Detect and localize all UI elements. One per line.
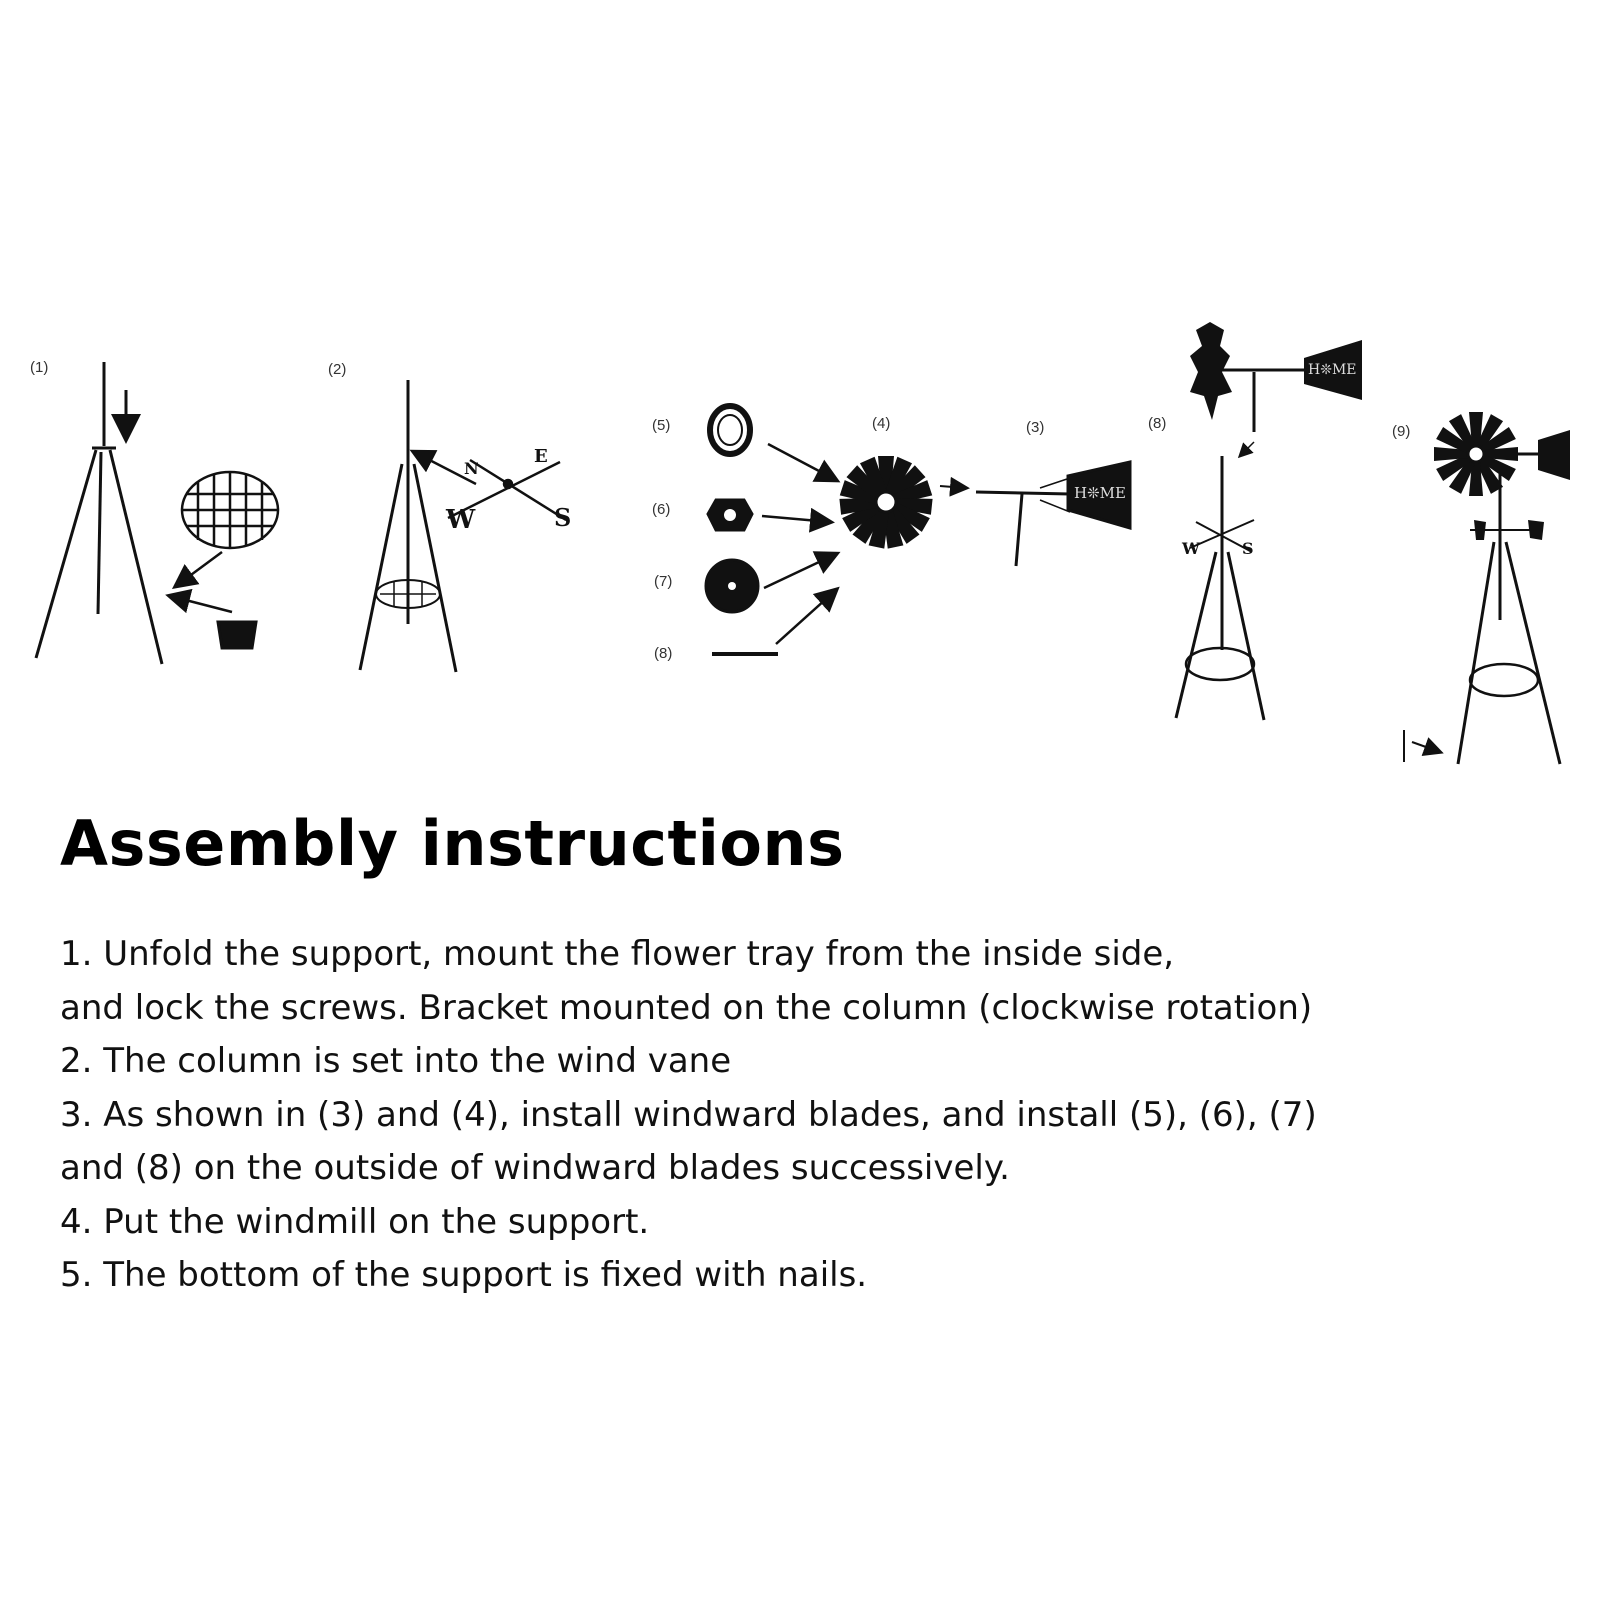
part-label-5: (5)	[652, 417, 670, 434]
flower-pot-icon	[216, 620, 258, 650]
parts-illustration: (5) (6) (7) (8)	[652, 403, 841, 662]
step-label-4: (4)	[872, 415, 890, 432]
step-label-2: (2)	[328, 361, 346, 378]
instruction-line: and lock the screws. Bracket mounted on …	[60, 987, 1313, 1028]
step-label-8: (8)	[1148, 415, 1166, 432]
spring-icon	[707, 403, 753, 457]
instruction-line: and (8) on the outside of windward blade…	[60, 1148, 1010, 1188]
tail-text-8: H❊ME	[1308, 362, 1357, 378]
step-3-illustration: (3) H❊ME	[975, 419, 1132, 567]
compass-s-8: S	[1242, 539, 1254, 558]
step-label-3: (3)	[1026, 419, 1044, 436]
step-2-illustration: (2) W N E S	[328, 361, 571, 673]
compass-s: S	[554, 503, 571, 532]
instruction-line: 3. As shown in (3) and (4), install wind…	[60, 1094, 1317, 1135]
step-label-1: (1)	[30, 359, 48, 376]
instruction-line: 5. The bottom of the support is fixed wi…	[60, 1255, 868, 1295]
blade-wheel-icon	[839, 456, 933, 549]
page-title: Assembly instructions	[60, 807, 845, 880]
compass-e: E	[534, 446, 548, 467]
step-4-illustration: (4)	[839, 415, 970, 549]
step-8-illustration: (8) H❊ME W S	[1148, 322, 1362, 721]
compass-n: N	[464, 459, 479, 478]
instruction-line: 2. The column is set into the wind vane	[60, 1041, 732, 1081]
tail-text: H❊ME	[1074, 484, 1126, 502]
flower-tray-icon	[180, 470, 280, 550]
assembly-diagram: (1) (2) W N	[30, 322, 1570, 765]
step-9-illustration: (9)	[1392, 412, 1570, 765]
instruction-line: 1. Unfold the support, mount the flower …	[60, 934, 1175, 974]
part-label-6: (6)	[652, 501, 670, 518]
compass-w: W	[445, 505, 476, 535]
wind-vane-icon: W N E S	[445, 446, 571, 535]
step-1-illustration: (1)	[30, 359, 280, 665]
part-label-8: (8)	[654, 645, 672, 662]
instruction-line: 4. Put the windmill on the support.	[60, 1201, 650, 1242]
windmill-head-icon: H❊ME	[1190, 322, 1362, 432]
part-label-7: (7)	[654, 573, 672, 590]
instruction-list: 1. Unfold the support, mount the flower …	[60, 928, 1317, 1303]
compass-w-8: W	[1181, 539, 1201, 558]
tail-vane-icon	[1066, 460, 1132, 530]
step-label-9: (9)	[1392, 423, 1410, 440]
